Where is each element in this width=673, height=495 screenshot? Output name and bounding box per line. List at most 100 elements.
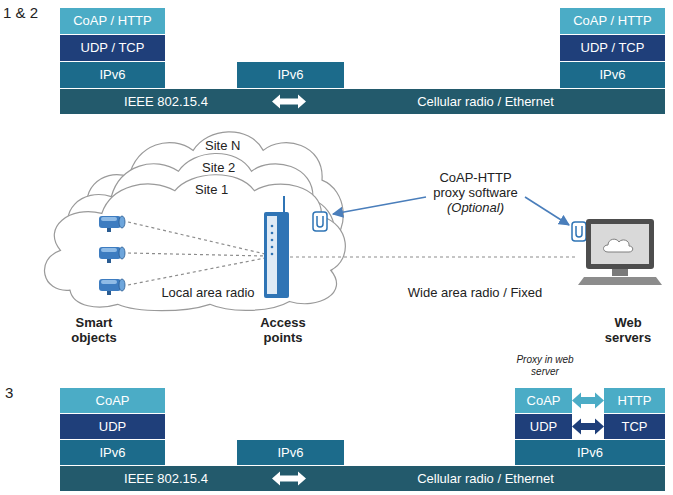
double-arrow [572, 419, 604, 435]
protocol-box: IPv6 [60, 440, 165, 465]
access-point [264, 196, 289, 298]
text-label: (Optional) [428, 200, 523, 215]
protocol-name: CoAP / HTTP [73, 14, 152, 28]
proxy-glyph [576, 226, 582, 237]
protocol-name: IEEE 802.15.4 [124, 472, 208, 486]
camera-body [99, 279, 121, 291]
callout-arrow [525, 197, 569, 225]
protocol-box: UDP / TCP [560, 35, 665, 61]
text-label: Wide area radio / Fixed [395, 285, 555, 300]
radio-link [128, 222, 265, 254]
protocol-name: Cellular radio / Ethernet [417, 472, 554, 486]
callout-arrow [333, 197, 426, 214]
cloud-icon [604, 239, 633, 252]
protocol-name: IPv6 [277, 68, 303, 82]
band-gap [272, 466, 306, 491]
proxy-icon [313, 212, 327, 231]
monitor-screen [591, 224, 649, 264]
proxy-frame [572, 222, 586, 241]
text-label: CoAP-HTTP proxy software [428, 170, 523, 200]
ap-led [271, 246, 274, 249]
smart-object [99, 279, 125, 295]
protocol-name: UDP [530, 420, 557, 434]
protocol-name: Cellular radio / Ethernet [417, 95, 554, 109]
protocol-box: Cellular radio / Ethernet [306, 466, 665, 491]
camera-lens [119, 247, 125, 259]
band-gap [272, 89, 306, 114]
monitor-stand [612, 269, 628, 276]
proxy-glyph [317, 216, 323, 227]
protocol-box: IPv6 [60, 62, 165, 88]
keyboard [578, 277, 662, 285]
protocol-name: CoAP [527, 394, 561, 408]
ap-led [271, 232, 274, 235]
camera-highlight [101, 217, 117, 221]
protocol-box: UDP / TCP [60, 35, 165, 61]
site-name: Site N [205, 138, 240, 153]
protocol-name: IPv6 [277, 446, 303, 460]
text-label: 3 [5, 384, 35, 401]
radio-link [128, 258, 265, 285]
protocol-box: HTTP [604, 388, 665, 413]
camera-mount [107, 259, 111, 263]
radio-link [128, 253, 265, 256]
cloud-shape [45, 175, 346, 311]
camera-body [99, 247, 121, 259]
wide-area-link [290, 256, 576, 257]
protocol-name: IEEE 802.15.4 [124, 95, 208, 109]
ap-led [271, 253, 274, 256]
protocol-name: CoAP [96, 394, 130, 408]
protocol-box: CoAP / HTTP [560, 8, 665, 34]
ap-led [271, 239, 274, 242]
protocol-box: IPv6 [515, 440, 665, 465]
camera-body [99, 216, 121, 228]
camera-highlight [101, 248, 117, 252]
smart-object [99, 216, 125, 232]
camera-mount [107, 291, 111, 295]
protocol-box: IEEE 802.15.4 [60, 89, 272, 114]
text-label: Local area radio [158, 285, 258, 300]
ap-body [264, 212, 289, 298]
camera-lens [119, 279, 125, 291]
proxy-frame [313, 212, 327, 231]
site-name: Site 1 [195, 182, 228, 197]
radio-links [128, 222, 576, 285]
camera-lens [119, 216, 125, 228]
ap-led [271, 225, 274, 228]
protocol-box: IPv6 [237, 62, 344, 88]
double-arrow [272, 95, 306, 109]
proxy-icon [572, 222, 586, 241]
double-arrow [272, 472, 306, 486]
double-arrow [572, 393, 604, 409]
protocol-box: Cellular radio / Ethernet [306, 89, 665, 114]
text-label: Proxy in web server [516, 354, 574, 378]
camera-highlight [101, 280, 117, 284]
protocol-box: IEEE 802.15.4 [60, 466, 272, 491]
smart-object [99, 247, 125, 263]
protocol-box: CoAP / HTTP [60, 8, 165, 34]
text-label: 1 & 2 [3, 4, 63, 21]
protocol-name: UDP [99, 420, 126, 434]
protocol-box: TCP [604, 414, 665, 439]
site-name: Site 2 [202, 160, 235, 175]
protocol-box: CoAP [60, 388, 165, 413]
protocol-box: UDP [515, 414, 572, 439]
protocol-box: IPv6 [560, 62, 665, 88]
text-label: Access points [250, 315, 316, 345]
protocol-name: IPv6 [577, 446, 603, 460]
protocol-name: HTTP [618, 394, 652, 408]
protocol-name: UDP / TCP [581, 41, 645, 55]
web-server [578, 219, 662, 285]
antenna [283, 196, 285, 212]
protocol-name: UDP / TCP [81, 41, 145, 55]
camera-mount [107, 228, 111, 232]
protocol-name: IPv6 [599, 68, 625, 82]
ap-face [267, 216, 277, 294]
protocol-box: UDP [60, 414, 165, 439]
protocol-box: IPv6 [237, 440, 344, 465]
